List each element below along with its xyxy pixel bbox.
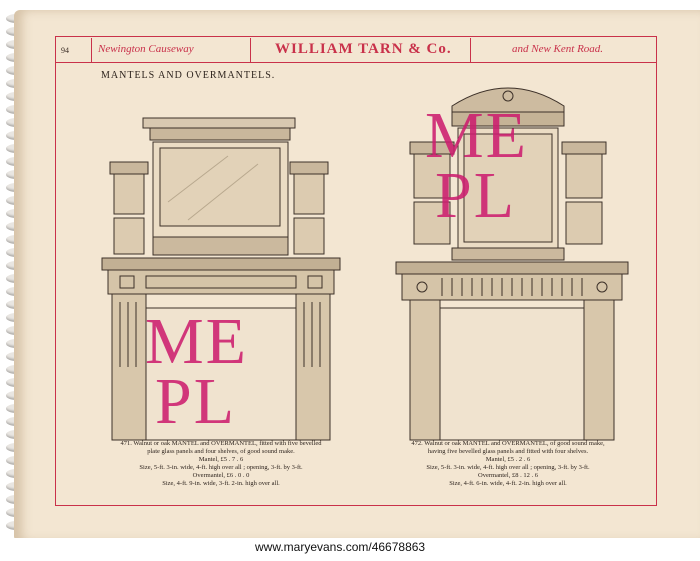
page-border xyxy=(55,36,657,506)
header-right-address: and New Kent Road. xyxy=(512,43,604,55)
caption-line: having five bevelled glass panels and fi… xyxy=(427,448,589,455)
caption-line: Size, 4-ft. 6-in. wide, 4-ft. 2-in. high… xyxy=(449,480,567,487)
section-title: MANTELS AND OVERMANTELS. xyxy=(101,70,276,81)
caption-line: Size, 5-ft. 3-in. wide, 4-ft. high over … xyxy=(139,464,303,471)
source-url: www.maryevans.com/46678863 xyxy=(255,540,426,554)
watermark-line: ME xyxy=(425,99,528,172)
watermark-right: ME PL xyxy=(425,99,528,232)
mantel-illustration-472 xyxy=(395,87,629,441)
header-company-name: WILLIAM TARN & Co. xyxy=(275,41,452,57)
watermark-left: ME PL xyxy=(145,305,248,438)
watermark-line: PL xyxy=(155,365,237,438)
caption-472: 472. Walnut or oak MANTEL and OVERMANTEL… xyxy=(378,440,638,488)
watermark-line: PL xyxy=(435,159,517,232)
header-rule xyxy=(55,62,656,63)
header-divider xyxy=(91,38,92,62)
caption-line: Size, 5-ft. 3-in. wide, 4-ft. high over … xyxy=(426,464,590,471)
mantel-illustration-471 xyxy=(101,117,341,441)
caption-line: 472. Walnut or oak MANTEL and OVERMANTEL… xyxy=(411,440,605,447)
caption-line: Mantel, £5 . 7 . 6 xyxy=(198,456,244,463)
header-divider xyxy=(250,38,251,62)
caption-line: Mantel, £5 . 2 . 6 xyxy=(485,456,531,463)
caption-line: 471. Walnut or oak MANTEL and OVERMANTEL… xyxy=(120,440,322,447)
caption-line: plate glass panels and four shelves, of … xyxy=(147,448,295,455)
header-divider xyxy=(470,38,471,62)
caption-line: Size, 4-ft. 9-in. wide, 3-ft. 2-in. high… xyxy=(162,480,280,487)
caption-line: Overmantel, £6 . 0 . 0 xyxy=(192,472,250,479)
caption-line: Overmantel, £8 . 12 . 6 xyxy=(478,472,538,479)
caption-471: 471. Walnut or oak MANTEL and OVERMANTEL… xyxy=(96,440,346,488)
watermark-line: ME xyxy=(145,305,248,378)
header-left-address: Newington Causeway xyxy=(98,43,194,55)
page-number: 94 xyxy=(61,46,69,55)
footer-bar xyxy=(0,538,700,561)
